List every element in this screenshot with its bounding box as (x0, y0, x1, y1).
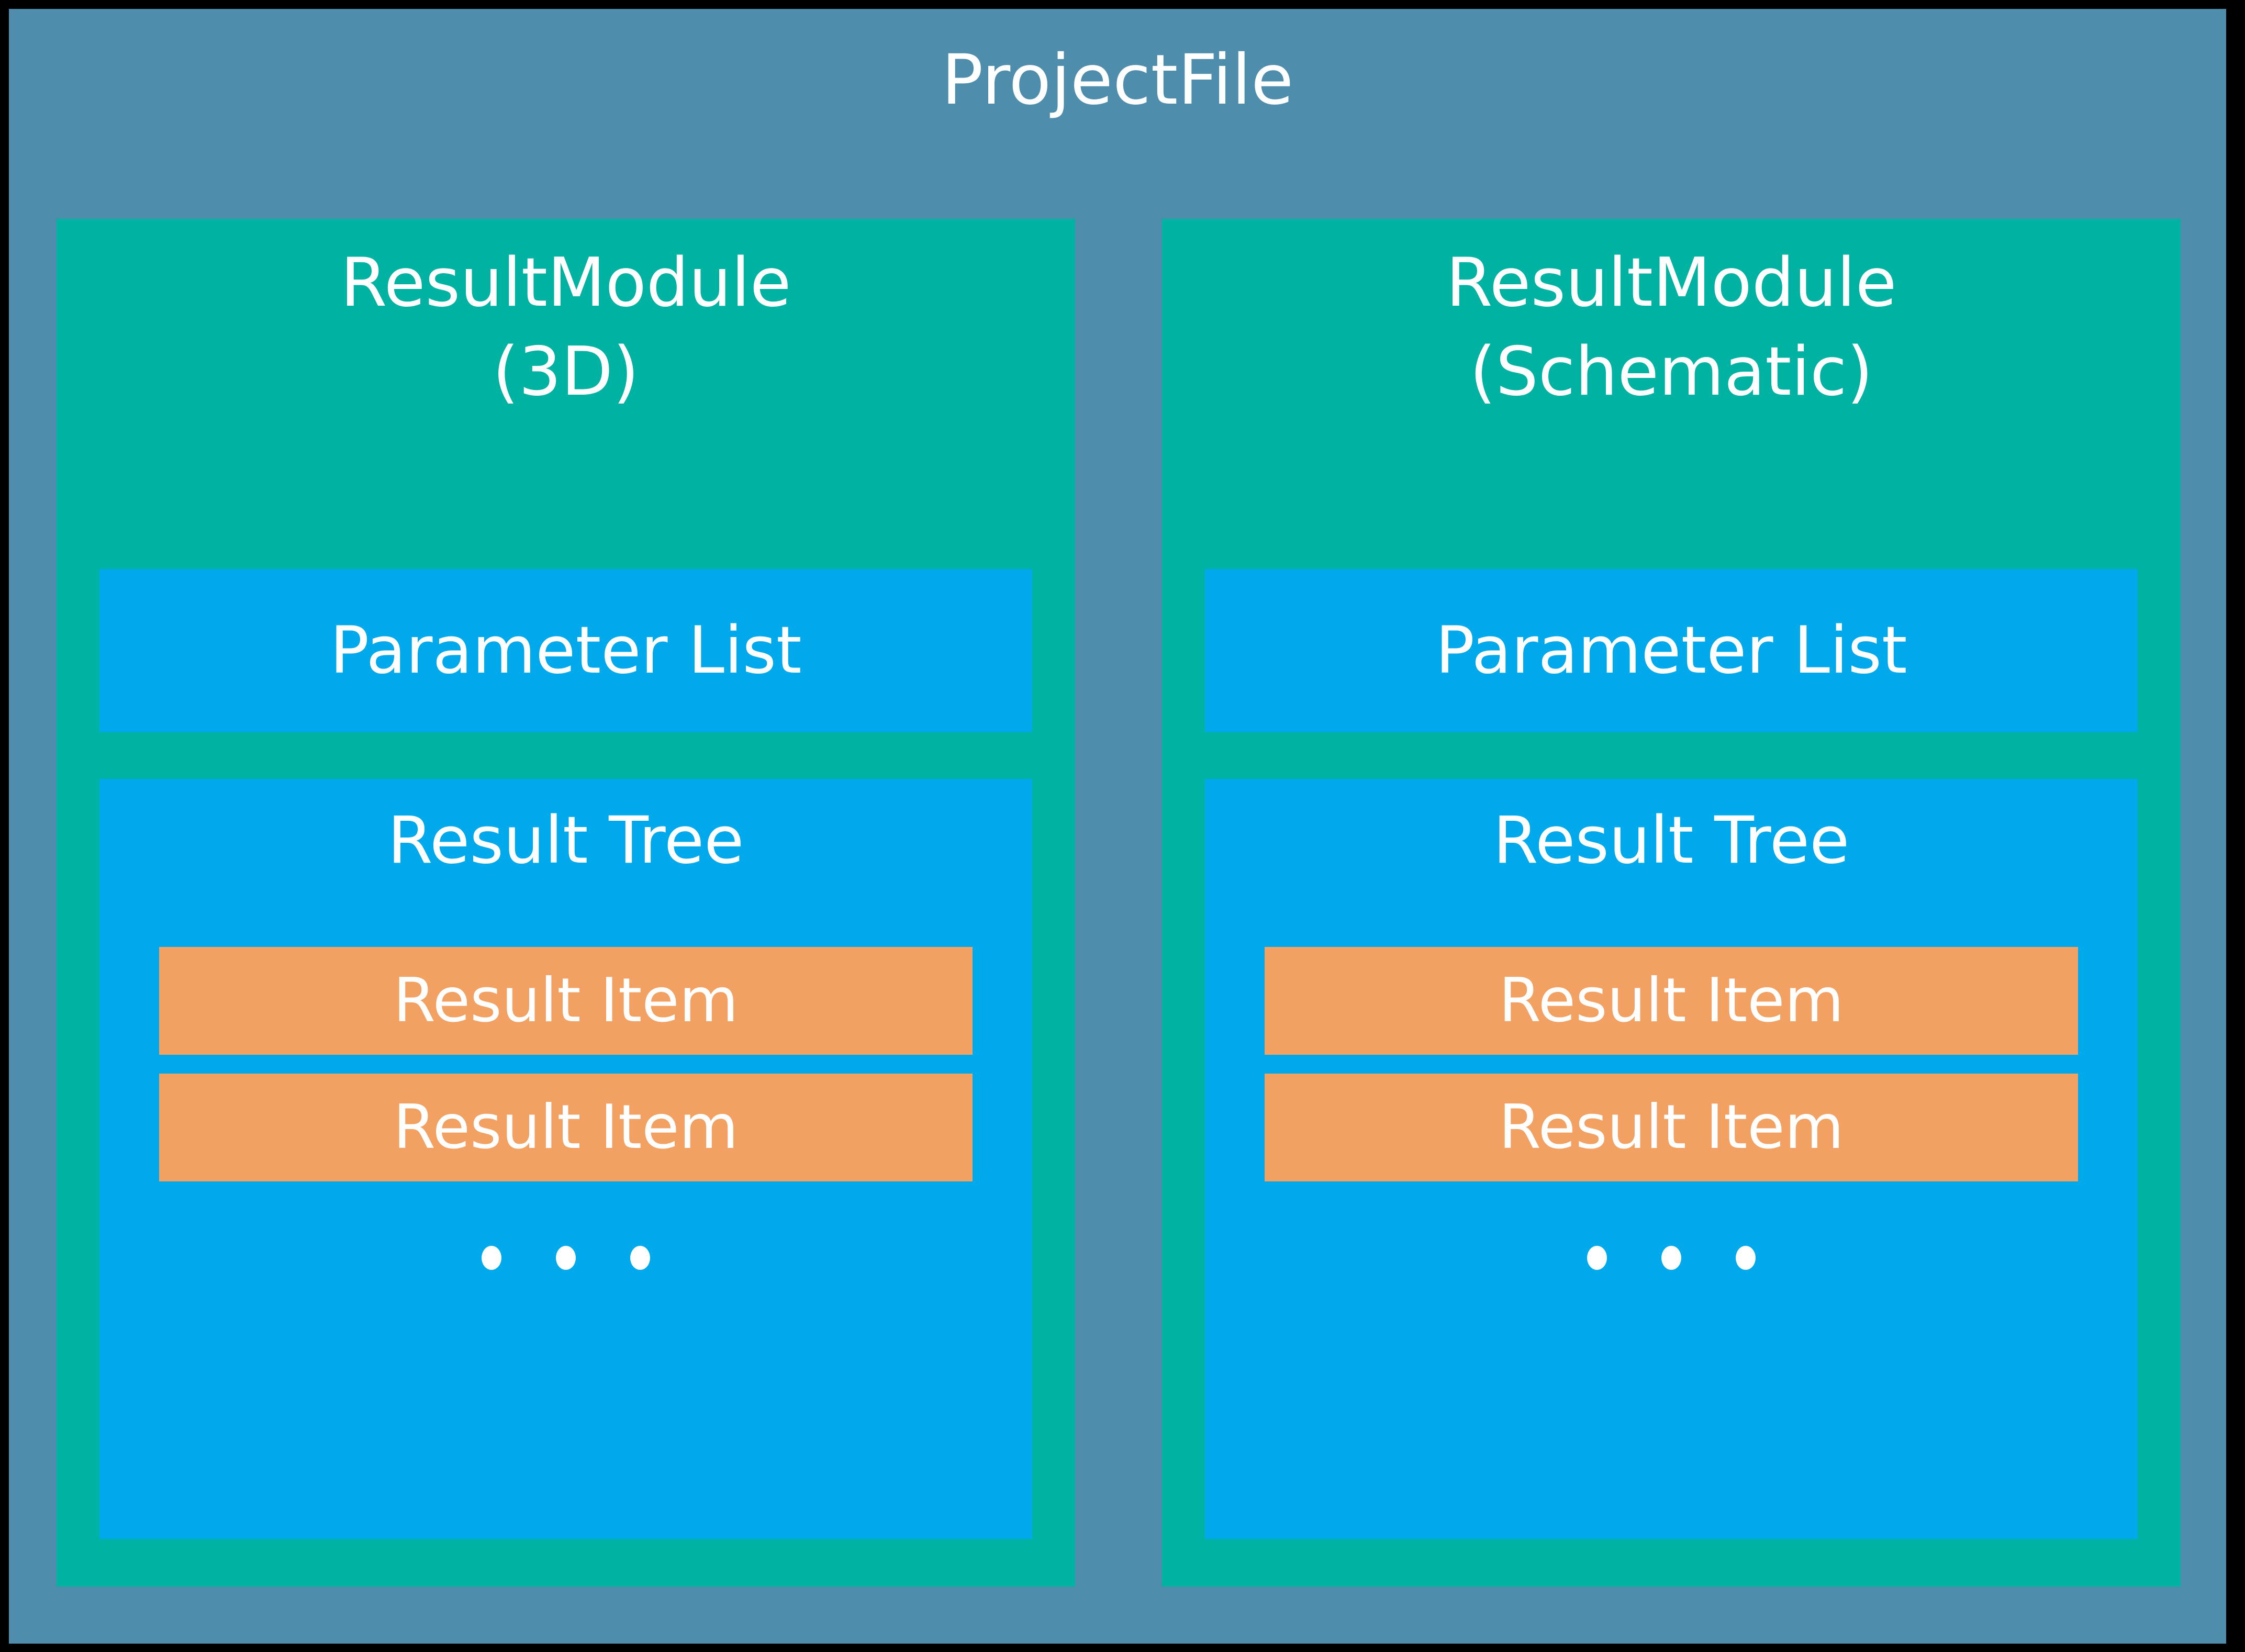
ellipsis-dot (482, 1246, 501, 1270)
result-module-3d-title: ResultModule (3D) (57, 239, 1075, 417)
ellipsis-dot (1736, 1246, 1756, 1270)
result-item-label: Result Item (1499, 1092, 1844, 1163)
result-item[interactable]: Result Item (1265, 1074, 2078, 1181)
result-tree-schematic-label: Result Tree (1493, 803, 1850, 878)
parameter-list-3d-label: Parameter List (330, 613, 802, 688)
ellipsis-icon (159, 1226, 973, 1289)
result-tree-schematic[interactable]: Result Tree Result Item Result Item (1205, 779, 2138, 1539)
result-item[interactable]: Result Item (159, 947, 973, 1055)
result-module-schematic[interactable]: ResultModule (Schematic) Parameter List … (1162, 219, 2181, 1587)
ellipsis-dot (1661, 1246, 1681, 1270)
parameter-list-schematic-label: Parameter List (1435, 613, 1907, 688)
project-file-container: ProjectFile ResultModule (3D) Parameter … (9, 9, 2226, 1644)
ellipsis-dot (1587, 1246, 1607, 1270)
parameter-list-schematic[interactable]: Parameter List (1205, 569, 2138, 732)
result-tree-3d[interactable]: Result Tree Result Item Result Item (99, 779, 1032, 1539)
result-module-3d[interactable]: ResultModule (3D) Parameter List Result … (57, 219, 1075, 1587)
result-tree-3d-label: Result Tree (387, 803, 744, 878)
result-module-schematic-title-line1: ResultModule (1446, 244, 1897, 322)
result-module-schematic-title: ResultModule (Schematic) (1162, 239, 2181, 417)
ellipsis-dot (630, 1246, 650, 1270)
result-module-schematic-title-line2: (Schematic) (1469, 333, 1873, 411)
ellipsis-icon (1265, 1226, 2078, 1289)
result-item-label: Result Item (1499, 965, 1844, 1036)
result-item-label: Result Item (393, 965, 739, 1036)
page-title: ProjectFile (941, 40, 1294, 120)
result-item[interactable]: Result Item (159, 1074, 973, 1181)
parameter-list-3d[interactable]: Parameter List (99, 569, 1032, 732)
result-module-3d-title-line1: ResultModule (340, 244, 791, 322)
result-item[interactable]: Result Item (1265, 947, 2078, 1055)
ellipsis-dot (556, 1246, 576, 1270)
result-module-3d-title-line2: (3D) (493, 333, 639, 411)
result-item-label: Result Item (393, 1092, 739, 1163)
